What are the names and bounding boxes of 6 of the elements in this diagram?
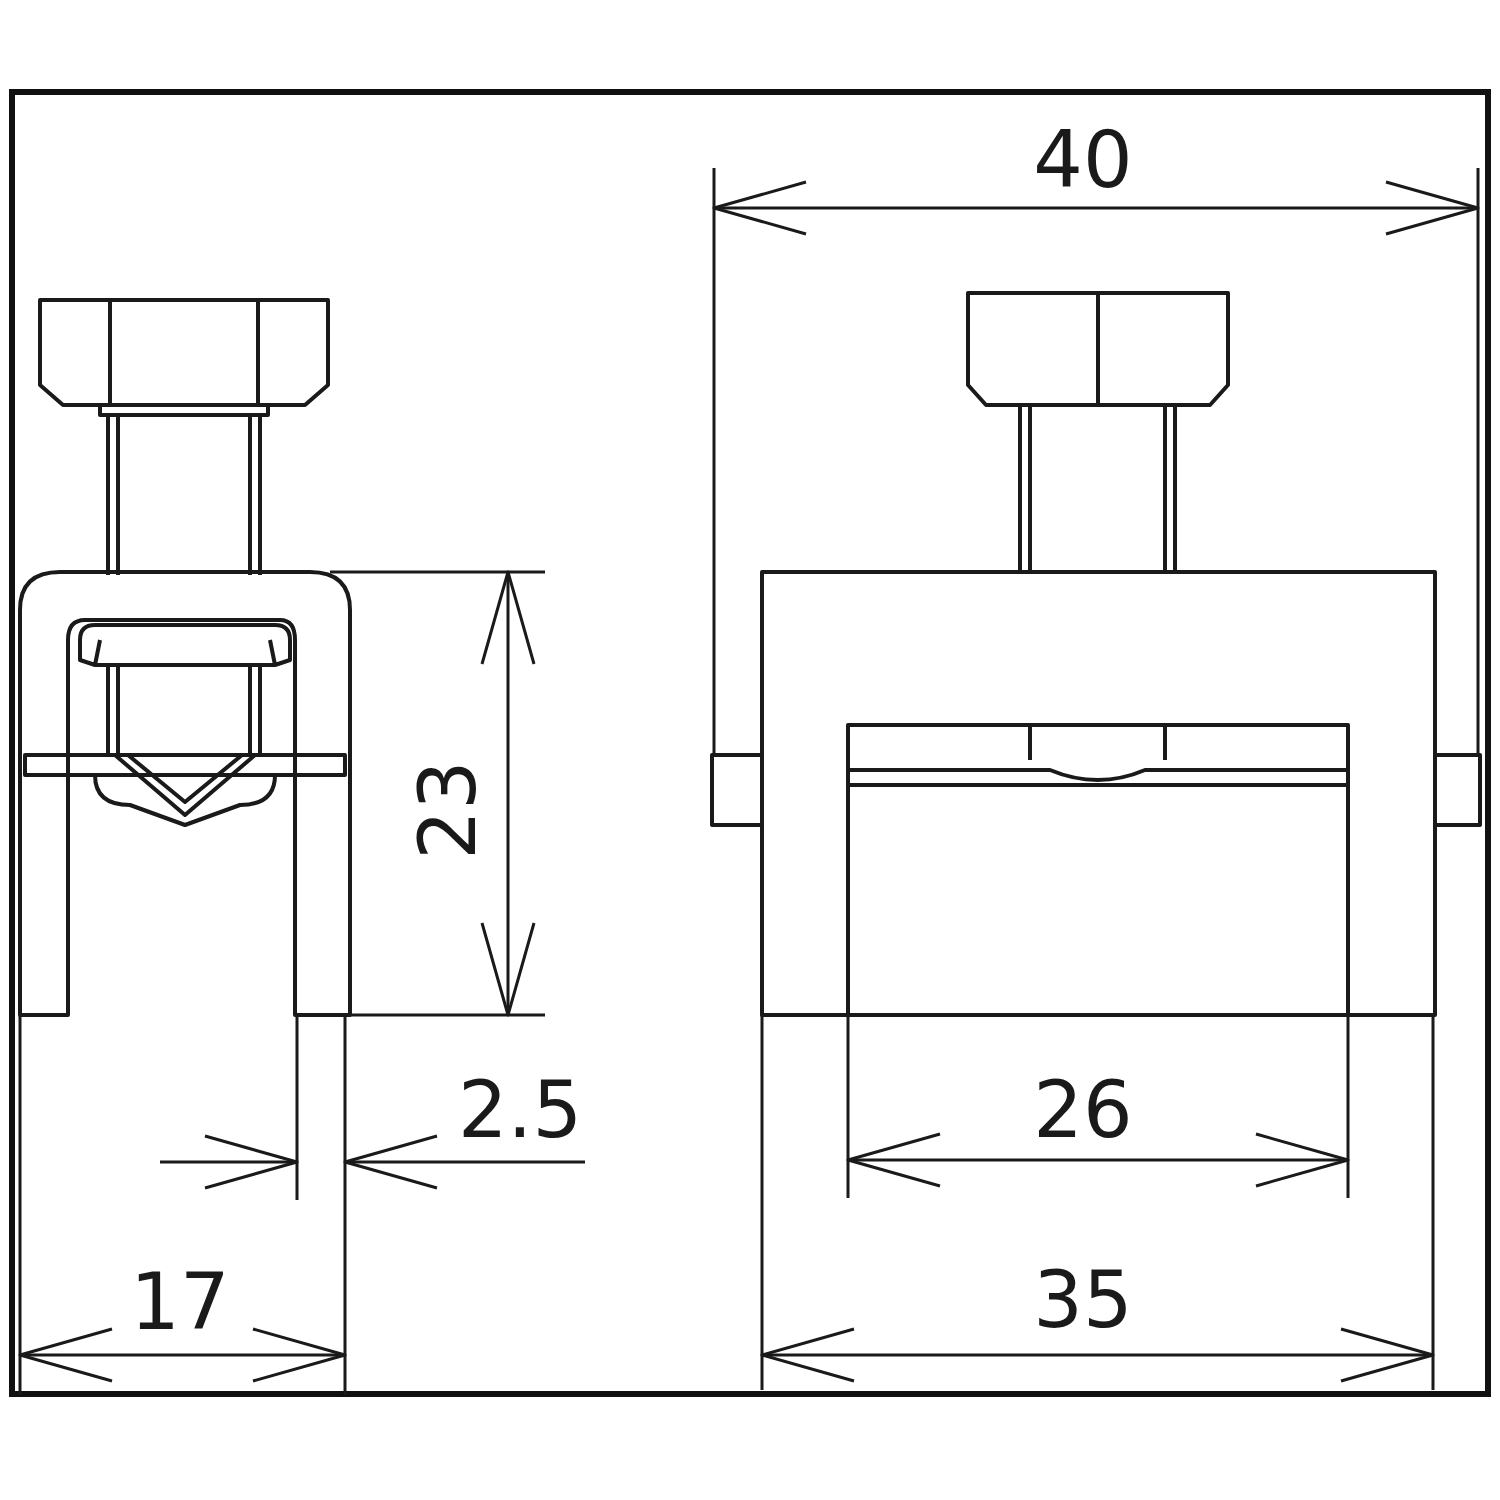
dimension-label: 17 bbox=[130, 1263, 230, 1341]
dimension-label: 35 bbox=[1033, 1261, 1133, 1339]
dimension-label: 23 bbox=[409, 760, 487, 860]
dimension-label: 2.5 bbox=[458, 1071, 582, 1149]
dimension-label: 40 bbox=[1033, 121, 1133, 199]
dimension-label: 26 bbox=[1033, 1071, 1133, 1149]
